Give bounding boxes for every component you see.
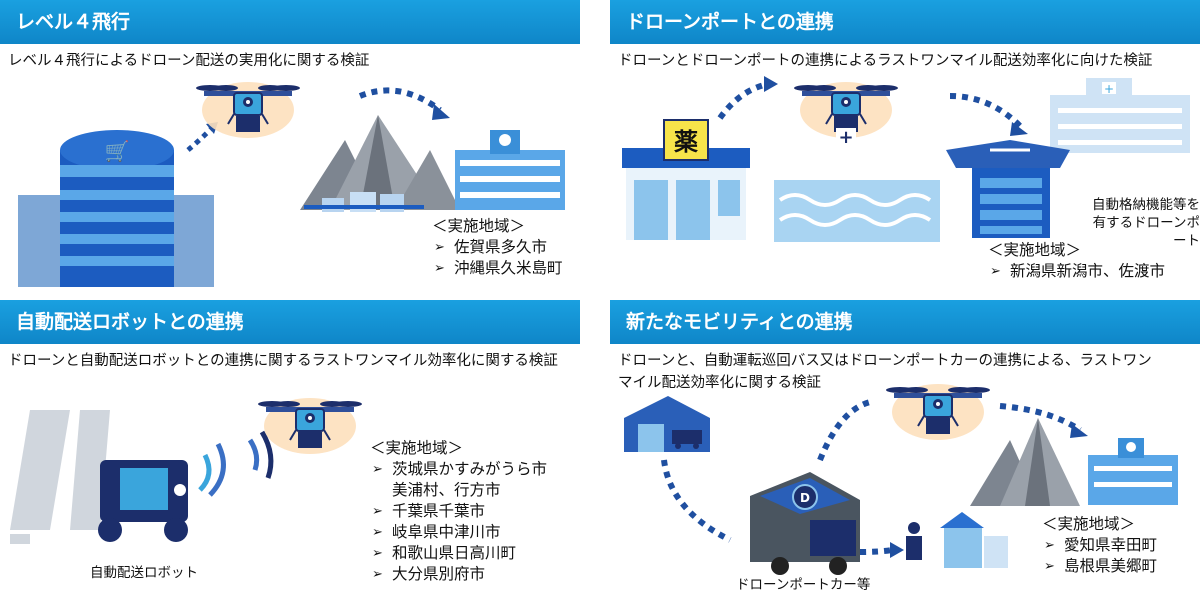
water-icon — [774, 180, 940, 242]
house-icon — [940, 512, 1008, 568]
region-item: ➢愛知県幸田町 — [1044, 536, 1158, 554]
panel-new-mobility: D 新たなモビリ — [610, 300, 1200, 598]
drone-port-illustration: 薬 + + — [622, 76, 1190, 242]
region-title: ＜実施地域＞ — [432, 217, 526, 235]
region-item: ➢新潟県新潟市、佐渡市 — [990, 262, 1166, 280]
region-list: ＜実施地域＞ ➢愛知県幸田町 ➢島根県美郷町 — [1042, 514, 1157, 577]
mountain-icon — [970, 418, 1080, 506]
school-icon — [455, 130, 565, 210]
region-item: ➢島根県美郷町 — [1044, 557, 1158, 575]
region-item: ➢沖縄県久米島町 — [434, 259, 563, 277]
robot-illustration — [10, 397, 363, 544]
arrow-icon: ➢ — [372, 525, 383, 540]
arrow-icon: ➢ — [434, 240, 445, 255]
arrow-icon: ➢ — [990, 264, 1001, 279]
level4-illustration: 🛒 — [18, 81, 565, 287]
hospital-icon: + — [1050, 78, 1190, 153]
drone-icon — [257, 397, 363, 455]
svg-text:+: + — [838, 127, 853, 148]
region-list: ＜実施地域＞ ➢新潟県新潟市、佐渡市 — [988, 240, 1165, 282]
panel-title: ドローンポートとの連携 — [610, 0, 1200, 44]
pharmacy-icon: 薬 — [622, 119, 750, 240]
arrow-icon: ➢ — [1044, 559, 1055, 574]
pharmacy-sign: 薬 — [674, 128, 698, 156]
drone-port-caption: 自動格納機能等を 有するドローンポート — [1092, 197, 1200, 249]
mobility-illustration: D — [624, 383, 1178, 575]
panel-description: ドローンと自動配送ロボットとの連携に関するラストワンマイル効率化に関する検証 — [8, 353, 558, 369]
region-title: ＜実施地域＞ — [988, 241, 1082, 259]
region-list: ＜実施地域＞ ➢佐賀県多久市 ➢沖縄県久米島町 — [432, 216, 563, 279]
panel-title: レベル４飛行 — [0, 0, 580, 44]
arrow-icon: ➢ — [434, 261, 445, 276]
panel-delivery-robot: 自動配送ロボットとの連携 ドローンと自動配送ロボットとの連携に関するラストワンマ… — [0, 300, 590, 598]
person-icon — [906, 522, 922, 560]
car-badge: D — [800, 491, 810, 505]
drone-port-icon — [946, 140, 1070, 238]
region-item: ➢茨城県かすみがうら市 — [372, 460, 548, 478]
svg-text:+: + — [1104, 82, 1114, 96]
region-item: ➢千葉県千葉市 — [372, 502, 486, 520]
region-item-continued: 美浦村、行方市 — [392, 481, 501, 499]
houses-icon — [304, 192, 424, 212]
panel-title: 新たなモビリティとの連携 — [610, 300, 1200, 344]
arrow-icon: ➢ — [372, 546, 383, 561]
region-item: ➢岐阜県中津川市 — [372, 523, 501, 541]
shopping-building-icon: 🛒 — [18, 130, 214, 287]
region-title: ＜実施地域＞ — [370, 439, 464, 457]
arrow-icon: ➢ — [372, 462, 383, 477]
car-caption: ドローンポートカー等 — [736, 577, 871, 593]
wireless-signal-icon — [198, 430, 274, 497]
arrow-icon: ➢ — [372, 567, 383, 582]
panel-description: レベル４飛行によるドローン配送の実用化に関する検証 — [8, 53, 370, 69]
panel-description: ドローンとドローンポートの連携によるラストワンマイル配送効率化に向けた検証 — [618, 53, 1153, 69]
panel-level4-flight: 🛒 レベル４飛行 レベル４飛行によるドローン配送の実用化に — [0, 0, 590, 298]
arrow-icon: ➢ — [1044, 538, 1055, 553]
panel-drone-port: 薬 + + ドロ — [610, 0, 1200, 298]
road-icon — [10, 410, 110, 544]
warehouse-icon — [624, 396, 710, 452]
region-item: ➢和歌山県日高川町 — [372, 544, 517, 562]
panel-description: ドローンと、自動運転巡回バス又はドローンポートカーの連携による、ラストワン マイ… — [618, 353, 1152, 391]
arrow-icon: ➢ — [372, 504, 383, 519]
panel-title: 自動配送ロボットとの連携 — [0, 300, 580, 344]
school-icon — [1088, 438, 1178, 505]
delivery-robot-icon — [98, 460, 188, 542]
region-item: ➢大分県別府市 — [372, 565, 486, 583]
svg-text:🛒: 🛒 — [105, 139, 130, 163]
region-list: ＜実施地域＞ ➢茨城県かすみがうら市 美浦村、行方市 ➢千葉県千葉市 ➢岐阜県中… — [370, 438, 547, 585]
robot-caption: 自動配送ロボット — [90, 565, 198, 581]
region-title: ＜実施地域＞ — [1042, 515, 1136, 533]
region-item: ➢佐賀県多久市 — [434, 238, 548, 256]
drone-port-car-icon: D — [750, 472, 860, 575]
